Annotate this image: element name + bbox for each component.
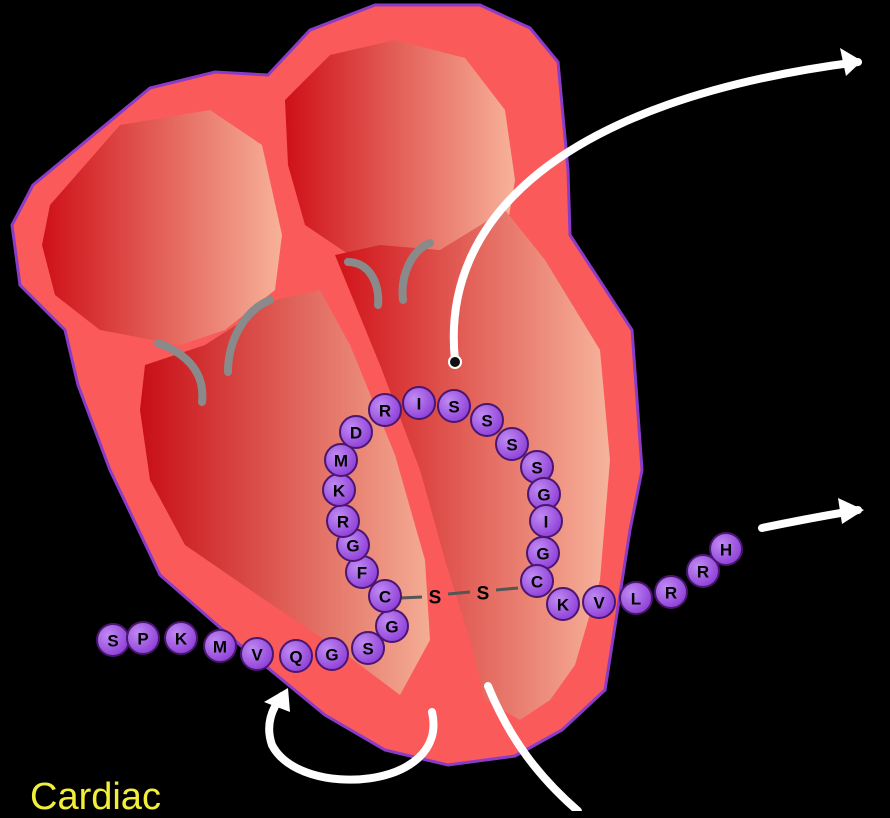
n-tail-residue-3: K — [165, 622, 197, 654]
ring-residue-15: I — [530, 505, 562, 537]
n-tail-residue-9: G — [376, 610, 408, 642]
ring-residue-12: S — [496, 428, 528, 460]
c-tail-residue-letter-4: R — [665, 584, 677, 603]
ring-residue-letter-14: G — [537, 486, 550, 505]
ring-residue-letter-10: S — [448, 398, 459, 417]
ring-residue-letter-7: D — [350, 424, 362, 443]
c-tail-residue-letter-6: H — [720, 541, 732, 560]
caption-text: Cardiac — [30, 778, 161, 816]
ring-residue-6: M — [325, 444, 357, 476]
ring-residue-1: C — [369, 580, 401, 612]
disulfide-line-1 — [400, 597, 422, 598]
n-tail-residue-letter-1: S — [107, 632, 118, 651]
ring-residue-letter-12: S — [506, 436, 517, 455]
n-tail-residue-7: G — [316, 638, 348, 670]
ring-residue-letter-3: G — [346, 537, 359, 556]
ring-residue-11: S — [471, 404, 503, 436]
n-tail-residue-6: Q — [280, 640, 312, 672]
ring-residue-9: I — [403, 387, 435, 419]
c-tail-residue-letter-1: K — [557, 596, 570, 615]
ring-residue-letter-16: G — [536, 545, 549, 564]
n-tail-residue-letter-4: M — [213, 638, 227, 657]
ring-residue-letter-4: R — [337, 513, 349, 532]
c-tail-residue-letter-3: L — [631, 590, 641, 609]
ring-residue-7: D — [340, 416, 372, 448]
arrow-origin-dot — [449, 356, 461, 368]
c-tail-residue-3: L — [620, 582, 652, 614]
ring-residue-8: R — [369, 394, 401, 426]
left-atrium-chamber — [42, 110, 282, 345]
disulfide-sulfur-2: S — [477, 584, 490, 605]
n-tail-residue-letter-6: Q — [289, 648, 302, 667]
n-tail-residue-letter-3: K — [175, 630, 188, 649]
ring-residue-letter-5: K — [333, 482, 346, 501]
disulfide-sulfur-1: S — [429, 588, 442, 609]
ring-residue-letter-8: R — [379, 402, 391, 421]
n-tail-residue-2: P — [127, 622, 159, 654]
n-tail-residue-letter-7: G — [325, 646, 338, 665]
ring-residue-10: S — [438, 390, 470, 422]
ring-residue-letter-1: C — [379, 588, 391, 607]
arrow-head-right — [838, 498, 864, 524]
ring-residue-letter-15: I — [544, 513, 549, 532]
n-tail-residue-1: S — [97, 624, 129, 656]
ring-residue-5: K — [323, 474, 355, 506]
c-tail-residue-6: H — [710, 533, 742, 565]
ring-residue-17: C — [521, 565, 553, 597]
c-tail-residue-4: R — [655, 576, 687, 608]
ring-residue-letter-11: S — [481, 412, 492, 431]
c-tail-residue-letter-2: V — [593, 594, 605, 613]
n-tail-residue-5: V — [241, 638, 273, 670]
c-tail-residue-2: V — [583, 586, 615, 618]
n-tail-residue-letter-9: G — [385, 618, 398, 637]
n-tail-residue-letter-5: V — [251, 646, 263, 665]
n-tail-residue-4: M — [204, 630, 236, 662]
c-tail-residue-1: K — [547, 588, 579, 620]
disulfide-line-3 — [496, 588, 518, 590]
c-tail-residue-letter-5: R — [697, 563, 709, 582]
disulfide-line-2 — [448, 592, 470, 594]
ring-residue-letter-2: F — [357, 564, 367, 583]
n-tail-residue-letter-8: S — [362, 640, 373, 659]
ring-residue-letter-6: M — [334, 452, 348, 471]
ring-residue-16: G — [527, 537, 559, 569]
ring-residue-letter-13: S — [531, 459, 542, 478]
ring-residue-4: R — [327, 505, 359, 537]
ring-residue-letter-9: I — [417, 395, 422, 414]
ring-residue-letter-17: C — [531, 573, 543, 592]
n-tail-residue-letter-2: P — [137, 630, 148, 649]
arrow-head-up-right — [840, 48, 862, 76]
